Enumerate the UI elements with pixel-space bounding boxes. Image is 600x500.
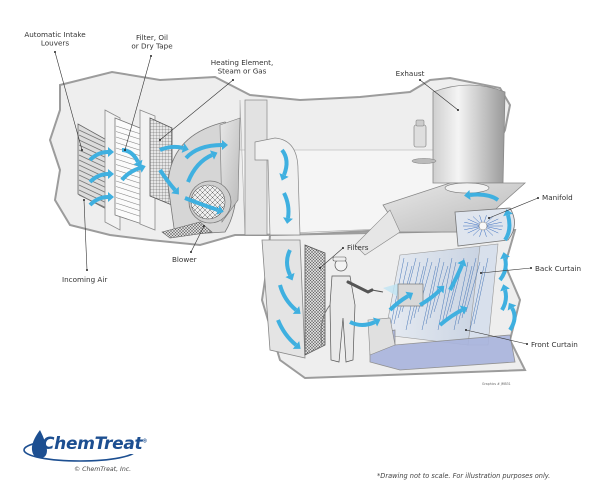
heating-element-panel [139,109,173,231]
airflow-arrow-head [405,291,414,301]
airflow-arrow-shaft [158,168,177,192]
airflow-arrow-shaft [349,320,376,327]
airflow-arrow-head [459,305,468,315]
airflow-arrow-head [279,173,289,181]
airflow-arrow-head [372,317,381,327]
water-streak [437,257,453,331]
tape-line [115,180,145,191]
airflow-arrow-shaft [276,319,298,347]
airflow-arrow-head [138,163,146,173]
airflow-arrow-head [108,147,114,157]
manifold [454,207,515,247]
airflow-arrow-head [283,217,293,224]
airflow-arrow-shaft [121,148,140,163]
airflow-arrow-shaft [282,192,291,219]
airflow-arrow-shaft [469,192,500,202]
airflow-arrows [88,140,517,349]
airflow-arrow-shaft [184,196,219,212]
copyright: © ChemTreat, Inc. [74,466,132,473]
tape-line [115,131,145,141]
airflow-arrow-head [457,259,467,267]
airflow-arrow-head [292,341,301,349]
water-drop-icon [31,430,47,458]
airflow-arrow-head [500,284,510,292]
tape-line [115,125,145,136]
airflow-arrow-shaft [278,284,298,312]
airflow-arrow-shaft [186,153,213,183]
tape-line [115,197,145,207]
disclaimer: *Drawing not to scale. For illustration … [377,472,551,480]
water-streak [429,261,445,319]
airflow-arrow-head [222,140,228,150]
airflow-arrow-head [108,192,114,202]
airflow-arrow-shaft [120,166,141,182]
airflow-arrow-head [503,209,513,217]
airflow-arrow-shaft [88,172,109,184]
label-back-curtain: Back Curtain [535,264,581,273]
water-streak [465,261,481,313]
airflow-arrow-shaft [88,150,109,162]
airflow-arrow-shaft [388,294,410,312]
tape-line [115,208,145,218]
water-streak [473,257,489,325]
logo-swoosh-icon [23,430,144,462]
airflow-arrow-head [507,302,517,311]
tape-line [115,186,145,196]
registered-mark: ® [142,438,148,445]
airflow-arrow-shaft [88,195,109,207]
airflow-arrow-head [171,186,179,195]
water-streak [457,265,473,325]
water-basin [367,317,516,371]
label-manifold: Manifold [542,193,573,202]
airflow-arrow-shaft [503,214,512,242]
airflow-arrow-head [436,285,445,294]
airflow-arrow-head [181,143,189,153]
airflow-arrow-shaft [498,257,508,282]
water-streak [441,261,457,325]
water-streak [425,257,441,325]
airflow-arrow-shaft [285,249,292,276]
tape-line [115,202,145,213]
logo-text: ChemTreat [42,434,143,454]
chemtreat-logo: ChemTreat® © ChemTreat, Inc. [22,428,147,480]
airflow-arrow-head [216,205,224,215]
booth-filter-wall [261,239,326,359]
airflow-arrow-head [209,150,218,160]
water-streak [453,261,469,331]
airflow-arrow-shaft [280,148,289,176]
airflow-arrow-head [285,272,295,281]
label-incoming-air: Incoming Air [62,275,107,284]
water-streak [469,265,485,331]
airflow-arrow-head [500,252,510,260]
airflow-arrow-head [292,306,301,314]
tape-line [115,175,145,185]
label-filters: Filters [347,243,369,252]
exhaust-stack [411,84,506,184]
airflow-arrow-shaft [448,264,464,291]
label-front-curtain: Front Curtain [531,340,578,349]
airflow-arrow-head [464,190,471,200]
airflow-arrow-shaft [508,306,517,332]
airflow-arrow-shaft [500,289,508,312]
tape-line [115,142,145,152]
tape-line [115,191,145,202]
tape-line [115,164,145,174]
tape-line [115,136,145,147]
label-blower: Blower [172,255,197,264]
airflow-arrow-shaft [184,143,223,160]
label-heating-element: Heating Element,Steam or Gas [211,58,274,76]
airflow-arrow-shaft [438,308,463,327]
airflow-arrow-head [108,169,114,179]
airflow-arrow-shaft [418,288,442,307]
graphics-id: Graphics # JMB31 [482,382,511,386]
label-exhaust: Exhaust [396,69,425,78]
airflow-arrow-shaft [159,144,184,152]
